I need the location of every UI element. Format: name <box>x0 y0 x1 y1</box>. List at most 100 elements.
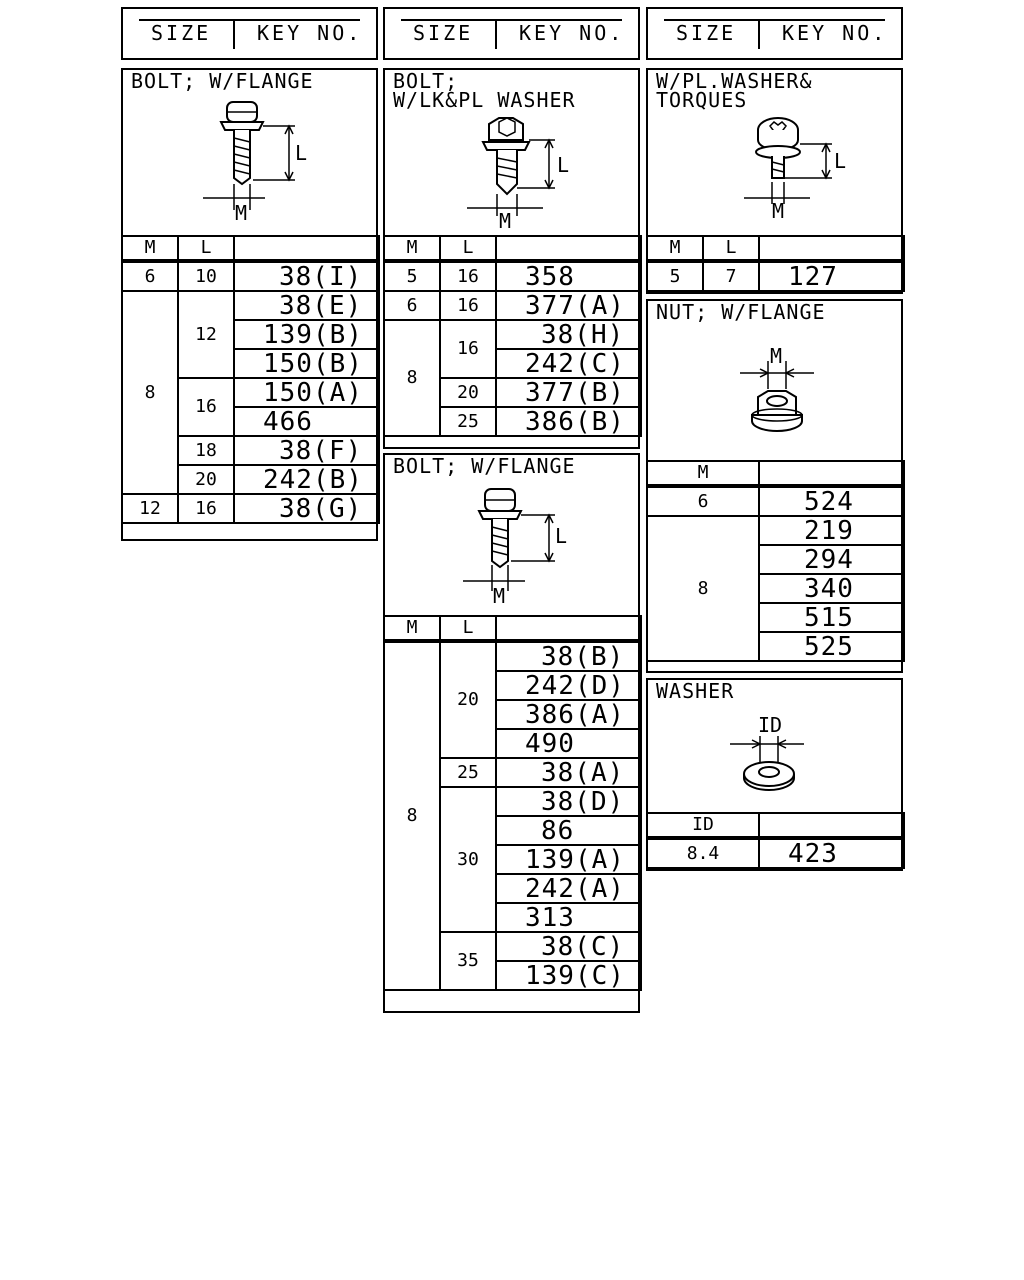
header-size-key-3: SIZE KEY NO. <box>646 7 903 60</box>
header-size-label: SIZE <box>413 21 474 45</box>
table-row: 35 38(C) <box>384 931 642 991</box>
col-id-header: ID <box>646 812 760 839</box>
key-no: 294 <box>758 544 905 575</box>
table-row: 139(A) <box>384 844 642 875</box>
panel-title: WASHER <box>656 679 735 703</box>
key-no: 524 <box>758 484 905 517</box>
panel-bolt-flange-1: BOLT; W/FLANGE L M M L 6 10 38 <box>121 68 380 541</box>
col-m-header: M <box>383 615 441 642</box>
key-no: 139(B) <box>233 319 380 350</box>
table-row: 8 16 38(H) <box>383 319 642 437</box>
panel-title: W/PL.WASHER& TORQUES <box>656 69 813 112</box>
key-no: 386(A) <box>495 699 642 730</box>
key-no: 386(B) <box>495 406 642 437</box>
key-no: 86 <box>495 815 642 846</box>
key-no: 38(E) <box>233 290 380 321</box>
hex-bolt-washer-illustration: L M <box>467 117 569 233</box>
key-no: 219 <box>758 515 905 546</box>
panel-nut-flange: NUT; W/FLANGE M M 6 524 8 219 294 340 51… <box>646 299 905 673</box>
dim-m-label: M <box>499 209 511 233</box>
key-no: 38(B) <box>495 639 642 672</box>
size-table: ID 8.4 423 <box>646 812 905 869</box>
dim-l-label: L <box>557 153 569 177</box>
table-row: 8.4 423 <box>646 836 905 869</box>
table-row: 30 38(D) <box>384 786 642 933</box>
table-row: 8 20 38(B) <box>383 639 642 991</box>
key-no: 377(A) <box>495 290 642 321</box>
key-no: 340 <box>758 573 905 604</box>
key-no: 515 <box>758 602 905 633</box>
panel-title: BOLT; W/LK&PL WASHER <box>393 69 576 112</box>
size-table: M L 8 20 38(B) 242(D) 386(A) 490 25 38(A… <box>383 615 642 991</box>
torx-bolt-washer-illustration: L M <box>744 117 846 223</box>
table-row: 86 <box>384 815 642 846</box>
header-key-label: KEY NO. <box>782 21 888 45</box>
table-row: 242(D) <box>384 670 642 701</box>
key-no: 139(C) <box>495 960 642 991</box>
key-no: 242(B) <box>233 464 380 495</box>
col-m-header: M <box>646 235 704 262</box>
size-table: M L 5 7 127 <box>646 235 905 292</box>
panel-washer: WASHER ID ID 8.4 423 <box>646 678 905 871</box>
table-row: 150(B) <box>122 348 380 379</box>
key-no: 313 <box>495 902 642 933</box>
size-table: M L 5 16 358 6 16 377(A) 8 16 38(H) 242(… <box>383 235 642 437</box>
key-no: 242(D) <box>495 670 642 701</box>
table-row: 313 <box>384 902 642 933</box>
washer-illustration: ID <box>730 713 804 791</box>
table-row: 20 377(B) <box>384 377 642 408</box>
dim-l-label: L <box>834 149 846 173</box>
dim-l-label: L <box>295 141 307 165</box>
table-row: 6 10 38(I) <box>121 259 380 292</box>
size-table: M 6 524 8 219 294 340 515 525 <box>646 460 905 662</box>
col-l-header: L <box>439 235 497 262</box>
header-key-label: KEY NO. <box>257 21 363 45</box>
panel-pl-washer-torques: W/PL.WASHER& TORQUES L M M L 5 7 127 <box>646 68 905 294</box>
flange-bolt-illustration: L M <box>203 101 307 225</box>
dim-m-label: M <box>770 344 782 368</box>
dim-m-label: M <box>493 584 505 608</box>
key-no: 150(A) <box>233 377 380 408</box>
table-row: 12 16 38(G) <box>121 493 380 524</box>
key-no: 38(H) <box>495 319 642 350</box>
table-row: 294 <box>647 544 905 575</box>
col-m-header: M <box>121 235 179 262</box>
key-no: 38(G) <box>233 493 380 524</box>
table-row: 8 12 38(E) <box>121 290 380 495</box>
table-row: 8 219 <box>646 515 905 662</box>
table-row: 20 242(B) <box>122 464 380 495</box>
panel-title: NUT; W/FLANGE <box>656 300 826 324</box>
table-row: 139(B) <box>122 319 380 350</box>
key-no: 38(I) <box>233 259 380 292</box>
table-row: 16 150(A) <box>122 377 380 437</box>
table-row: 490 <box>384 728 642 759</box>
key-no: 150(B) <box>233 348 380 379</box>
table-row: 25 38(A) <box>384 757 642 788</box>
key-no: 358 <box>495 259 642 292</box>
table-row: 466 <box>122 406 380 437</box>
key-no: 242(C) <box>495 348 642 379</box>
table-row: 5 7 127 <box>646 259 905 292</box>
col-m-header: M <box>383 235 441 262</box>
key-no: 38(D) <box>495 786 642 817</box>
table-row: 18 38(F) <box>122 435 380 466</box>
header-size-label: SIZE <box>151 21 212 45</box>
key-no: 38(F) <box>233 435 380 466</box>
key-no: 377(B) <box>495 377 642 408</box>
key-no: 127 <box>758 259 905 292</box>
header-size-key-2: SIZE KEY NO. <box>383 7 640 60</box>
flange-bolt-illustration: L M <box>463 488 567 608</box>
col-l-header: L <box>439 615 497 642</box>
header-size-label: SIZE <box>676 21 737 45</box>
panel-bolt-flange-2: BOLT; W/FLANGE L M M L 8 20 38(B) <box>383 453 642 1013</box>
key-no: 139(A) <box>495 844 642 875</box>
dim-m-label: M <box>772 199 784 223</box>
dim-id-label: ID <box>758 713 782 737</box>
table-row: 525 <box>647 631 905 662</box>
header-key-label: KEY NO. <box>519 21 625 45</box>
key-no: 423 <box>758 836 905 869</box>
key-no: 525 <box>758 631 905 662</box>
table-row: 6 524 <box>646 484 905 517</box>
table-row: 139(C) <box>384 960 642 991</box>
col-l-header: L <box>702 235 760 262</box>
